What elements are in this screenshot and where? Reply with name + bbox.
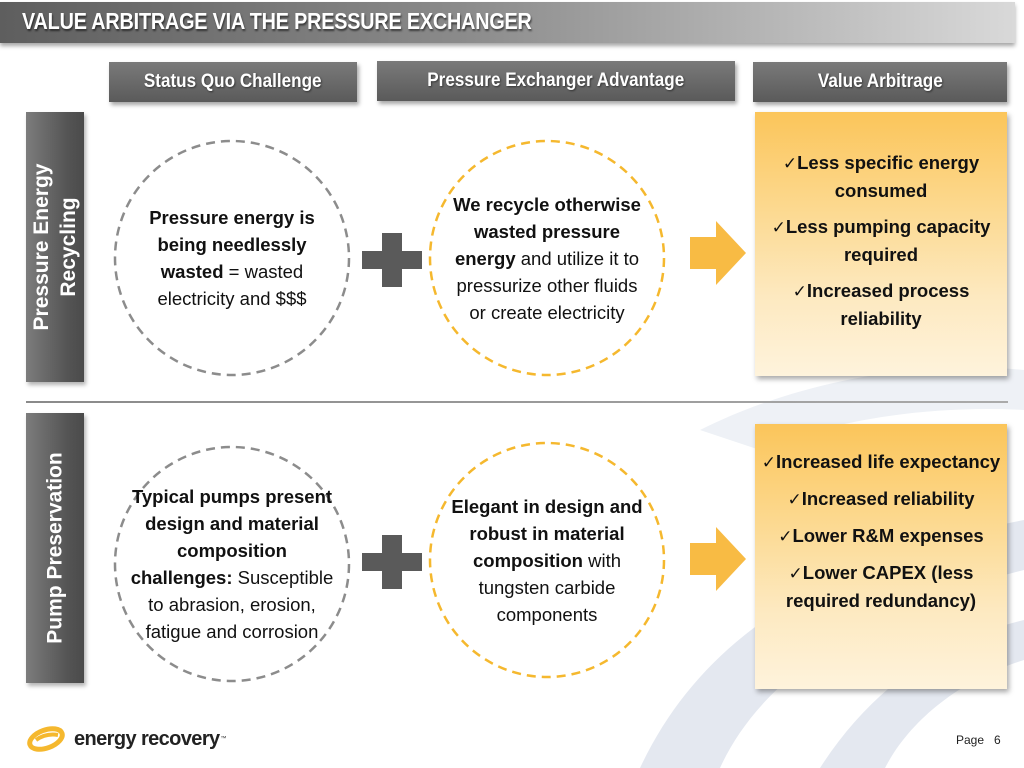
benefit-item: ✓Lower R&M expenses bbox=[778, 525, 984, 546]
challenge-bold-text: Typical pumps present design and materia… bbox=[130, 486, 333, 588]
row-label-line: Recycling bbox=[57, 197, 80, 297]
column-header-status-quo: Status Quo Challenge bbox=[109, 62, 357, 102]
benefit-item: ✓Increased reliability bbox=[787, 488, 975, 509]
row-label-pressure-energy-recycling: Pressure Energy Recycling bbox=[26, 112, 84, 382]
challenge-text: Susceptible to abrasion, erosion, fatigu… bbox=[145, 567, 334, 642]
check-icon: ✓ bbox=[788, 564, 803, 583]
check-icon: ✓ bbox=[771, 218, 786, 237]
check-icon: ✓ bbox=[782, 154, 798, 173]
title-bar: VALUE ARBITRAGE VIA THE PRESSURE EXCHANG… bbox=[0, 2, 1015, 43]
column-header-px-advantage: Pressure Exchanger Advantage bbox=[377, 61, 735, 101]
trademark: ™ bbox=[220, 736, 227, 742]
dashed-ring-gray bbox=[113, 139, 351, 377]
benefit-item: ✓Less pumping capacity required bbox=[771, 216, 991, 265]
advantage-bold-text: Elegant in design and robust in material… bbox=[451, 495, 643, 571]
plus-icon bbox=[362, 233, 422, 287]
right-arrow-icon bbox=[690, 527, 746, 591]
benefit-item: ✓Lower CAPEX (less required redundancy) bbox=[785, 562, 977, 611]
plus-icon bbox=[362, 535, 422, 589]
page-label: Page bbox=[956, 733, 985, 747]
dashed-ring-yellow bbox=[428, 139, 666, 377]
advantage-text: with tungsten carbide components bbox=[478, 549, 622, 625]
row-divider bbox=[26, 401, 1008, 403]
page-number: 6 bbox=[994, 733, 1001, 747]
check-icon: ✓ bbox=[778, 527, 793, 546]
row-label-pump-preservation: Pump Preservation bbox=[26, 413, 84, 683]
column-header-value-arbitrage: Value Arbitrage bbox=[753, 62, 1007, 102]
challenge-bold-text: Pressure energy is being needlessly wast… bbox=[149, 207, 315, 282]
dashed-ring-gray bbox=[113, 445, 351, 683]
advantage-circle-pressure: We recycle otherwise wasted pressure ene… bbox=[427, 138, 667, 378]
benefit-item: ✓Increased process reliability bbox=[792, 280, 970, 329]
challenge-circle-pressure: Pressure energy is being needlessly wast… bbox=[112, 138, 352, 378]
challenge-circle-pumps: Typical pumps present design and materia… bbox=[112, 444, 352, 684]
page-indicator: Page 6 bbox=[956, 733, 1001, 747]
advantage-circle-pumps: Elegant in design and robust in material… bbox=[427, 440, 667, 680]
brand-name: energy recovery bbox=[74, 727, 220, 750]
challenge-text: = wasted electricity and $$$ bbox=[157, 261, 307, 309]
right-arrow-icon bbox=[690, 221, 746, 285]
check-icon: ✓ bbox=[792, 282, 807, 301]
benefit-item: ✓Less specific energy consumed bbox=[782, 152, 980, 201]
check-icon: ✓ bbox=[761, 453, 777, 472]
advantage-bold-text: We recycle otherwise wasted pressure ene… bbox=[453, 193, 641, 269]
check-icon: ✓ bbox=[787, 490, 802, 509]
slide-title: VALUE ARBITRAGE VIA THE PRESSURE EXCHANG… bbox=[22, 8, 532, 34]
row-label-line: Pressure Energy bbox=[30, 163, 53, 331]
energy-recovery-logo-icon bbox=[27, 726, 65, 752]
benefit-item: ✓Increased life expectancy bbox=[761, 451, 1001, 472]
row-label-line: Pump Preservation bbox=[43, 452, 67, 644]
benefits-box-pumps: ✓Increased life expectancy ✓Increased re… bbox=[755, 424, 1007, 689]
advantage-text: and utilize it to pressurize other fluid… bbox=[456, 247, 640, 323]
benefits-box-pressure: ✓Less specific energy consumed ✓Less pum… bbox=[755, 112, 1007, 376]
